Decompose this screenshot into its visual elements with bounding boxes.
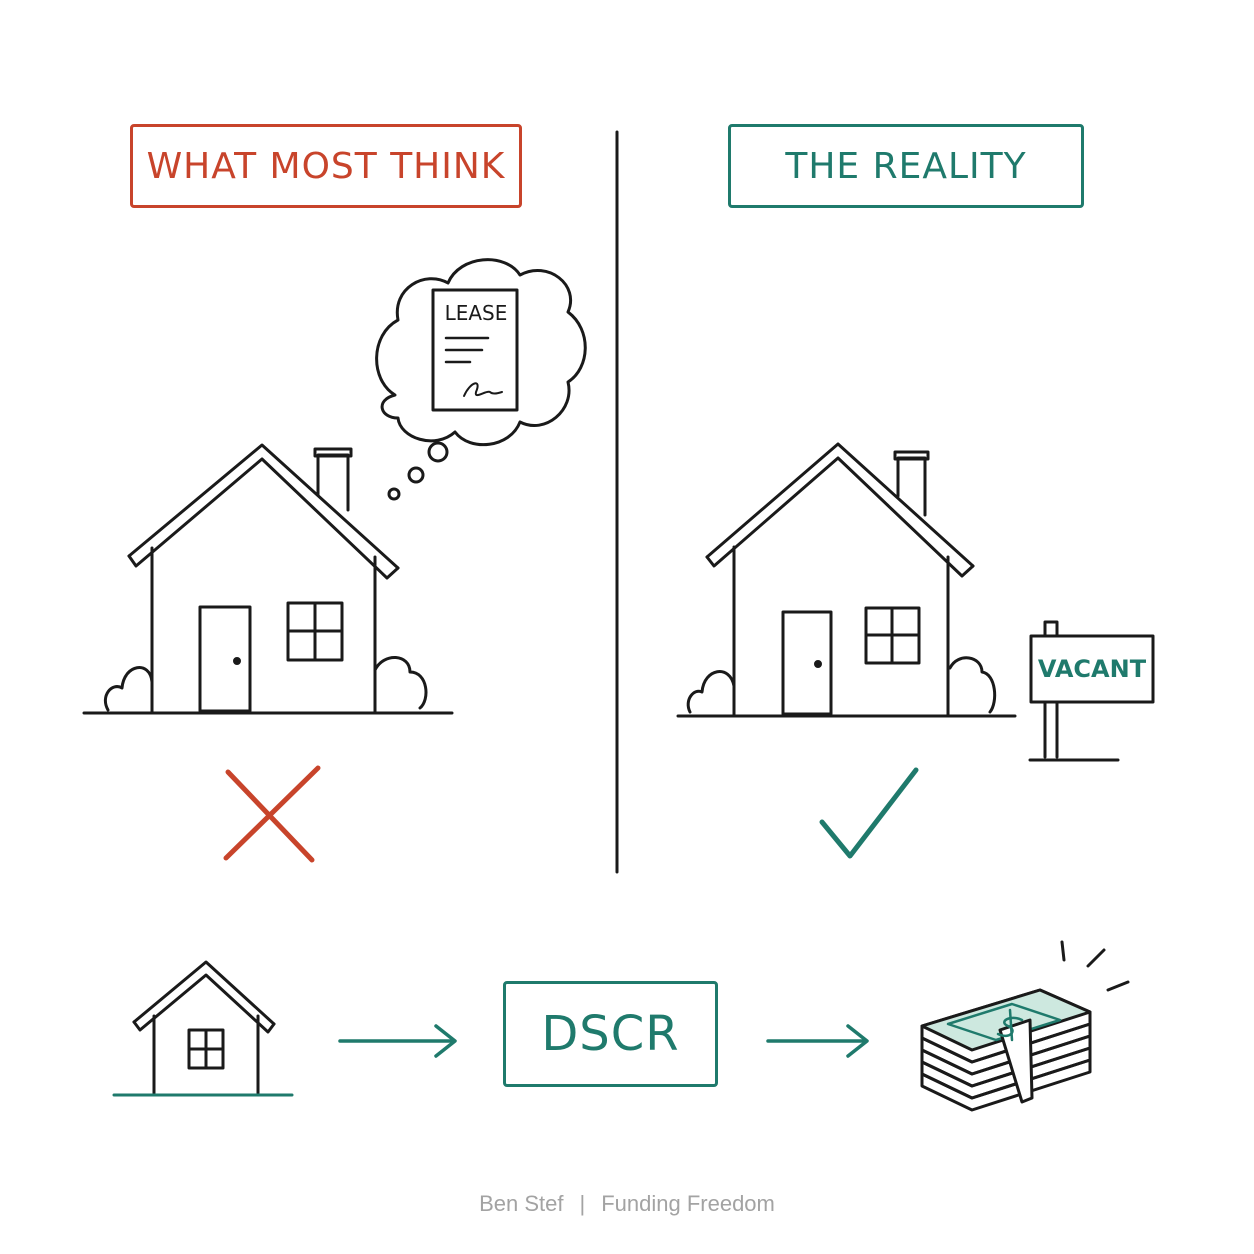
- thought-bubble-icon: [375, 258, 587, 501]
- flow-house-icon: [112, 960, 294, 1097]
- lease-document-icon: [431, 288, 519, 412]
- footer-author: Ben Stef: [479, 1191, 564, 1216]
- what-most-think-label: WHAT MOST THINK: [130, 124, 522, 208]
- vacant-sign-label: VACANT: [1037, 655, 1147, 683]
- arrow-icon: [338, 1024, 457, 1058]
- money-stack-icon: [920, 940, 1130, 1112]
- footer-separator: |: [579, 1191, 586, 1216]
- dscr-label: DSCR: [503, 981, 718, 1087]
- left-house-icon: [82, 443, 454, 715]
- right-house-icon: [676, 442, 1017, 718]
- footer-brand: Funding Freedom: [601, 1191, 775, 1216]
- lease-document-title: LEASE: [444, 301, 508, 325]
- vacant-sign-icon: [1028, 620, 1155, 762]
- x-mark-icon: [223, 765, 321, 863]
- check-mark-icon: [819, 767, 919, 859]
- the-reality-label: THE REALITY: [728, 124, 1084, 208]
- arrow-icon: [766, 1024, 869, 1058]
- footer-credit: Ben Stef | Funding Freedom: [0, 1184, 1254, 1224]
